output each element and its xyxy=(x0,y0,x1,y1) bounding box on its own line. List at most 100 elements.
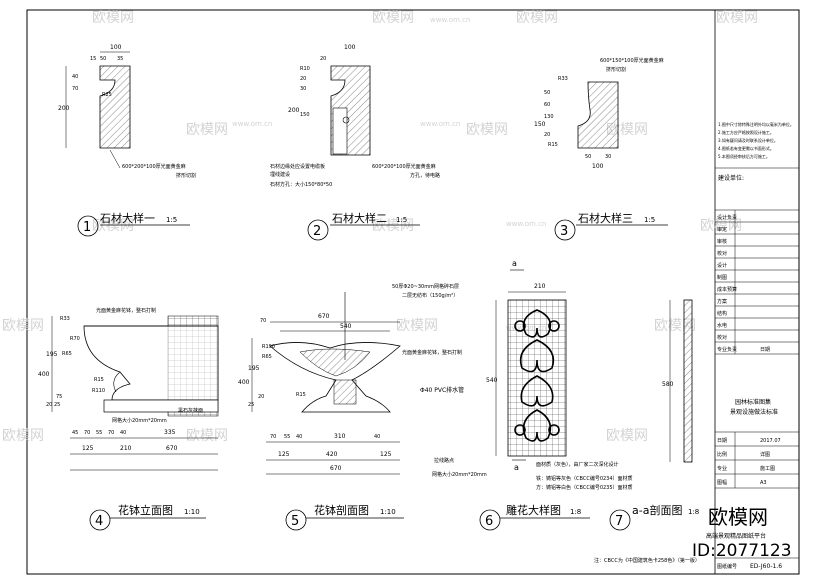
svg-text:400: 400 xyxy=(38,371,50,378)
svg-text:光面黄金麻花钵，整石打制: 光面黄金麻花钵，整石打制 xyxy=(96,307,156,314)
svg-text:R110: R110 xyxy=(92,388,105,394)
svg-text:埋线建设: 埋线建设 xyxy=(270,171,290,178)
svg-text:挤形切割: 挤形切割 xyxy=(606,66,626,73)
svg-text:210: 210 xyxy=(120,445,132,452)
svg-text:130: 130 xyxy=(544,114,554,120)
svg-text:R10: R10 xyxy=(300,66,310,72)
svg-text:100: 100 xyxy=(592,163,604,170)
svg-text:2: 2 xyxy=(313,224,321,239)
svg-text:1:8: 1:8 xyxy=(688,508,699,516)
svg-text:www.om.cn: www.om.cn xyxy=(506,220,546,228)
svg-text:70: 70 xyxy=(270,434,276,440)
svg-text:1:8: 1:8 xyxy=(570,508,581,516)
svg-text:35: 35 xyxy=(117,56,123,62)
svg-text:方孔，待电路: 方孔，待电路 xyxy=(410,172,440,179)
svg-text:70: 70 xyxy=(108,430,114,436)
svg-text:面材质（灰色），由厂家二次深化设计: 面材质（灰色），由厂家二次深化设计 xyxy=(536,461,619,468)
svg-text:Φ40 PVC排水管: Φ40 PVC排水管 xyxy=(420,386,464,394)
svg-text:R190: R190 xyxy=(262,344,275,350)
svg-text:3.如有疑问请及时联系设计单位。: 3.如有疑问请及时联系设计单位。 xyxy=(718,137,778,143)
svg-text:石材大样二: 石材大样二 xyxy=(332,211,387,225)
svg-text:125: 125 xyxy=(82,445,94,452)
svg-text:150: 150 xyxy=(534,121,546,128)
svg-text:540: 540 xyxy=(340,323,352,330)
svg-text:45: 45 xyxy=(72,430,78,436)
svg-text:校对: 校对 xyxy=(717,250,727,257)
svg-text:铁：铸铝等灰色（CBCC编号0234）面材质: 铁：铸铝等灰色（CBCC编号0234）面材质 xyxy=(536,475,633,482)
svg-text:R70: R70 xyxy=(70,336,80,342)
svg-text:R15: R15 xyxy=(296,392,306,398)
svg-text:R33: R33 xyxy=(558,76,568,82)
svg-text:70: 70 xyxy=(260,318,266,324)
svg-text:20: 20 xyxy=(46,402,52,408)
title-block-fields xyxy=(715,210,799,355)
svg-text:www.om.cn: www.om.cn xyxy=(430,16,470,24)
svg-text:4.图纸若有变更需以书面形式。: 4.图纸若有变更需以书面形式。 xyxy=(718,145,774,151)
detail-1-stone: 100 15 50 35 R25 40 70 200 600*200*100厚光… xyxy=(58,44,196,237)
svg-text:a: a xyxy=(512,259,517,268)
svg-text:校对: 校对 xyxy=(717,334,727,341)
svg-text:400: 400 xyxy=(238,379,250,386)
svg-text:欧模网: 欧模网 xyxy=(372,10,414,26)
svg-text:7: 7 xyxy=(615,514,623,529)
svg-text:540: 540 xyxy=(486,377,498,384)
svg-text:欧模网: 欧模网 xyxy=(466,122,508,138)
watermark-id: ID:2077123 xyxy=(692,541,792,561)
svg-text:二层无纺布（150g/m²）: 二层无纺布（150g/m²） xyxy=(402,292,458,299)
svg-text:55: 55 xyxy=(284,434,290,440)
svg-text:石材大样一: 石材大样一 xyxy=(100,211,155,225)
detail-4-planter-elevation: 光面黄金麻花钵，整石打制 黑石灰抹面 网格大小20mm*20mm R33 R70… xyxy=(38,307,219,531)
svg-text:欧模网: 欧模网 xyxy=(186,122,228,138)
svg-text:310: 310 xyxy=(334,433,346,440)
svg-text:网格大小20mm*20mm: 网格大小20mm*20mm xyxy=(112,417,167,424)
svg-text:20: 20 xyxy=(544,132,550,138)
svg-text:150: 150 xyxy=(300,112,310,118)
svg-text:670: 670 xyxy=(330,465,342,472)
svg-text:欧模网: 欧模网 xyxy=(716,10,758,26)
svg-text:方：铸铝等白色（CBCC编号0235）面材质: 方：铸铝等白色（CBCC编号0235）面材质 xyxy=(536,484,633,491)
svg-text:a: a xyxy=(514,463,519,472)
svg-text:成本预算: 成本预算 xyxy=(717,286,737,293)
svg-text:欧模网: 欧模网 xyxy=(372,218,414,234)
svg-text:25: 25 xyxy=(248,402,254,408)
footnote: 注：CBCC为《中国建筑色卡258色》（第一版） xyxy=(594,557,700,564)
svg-text:石材大样三: 石材大样三 xyxy=(578,211,633,225)
svg-text:50厚Φ20~30mm网格碎石层: 50厚Φ20~30mm网格碎石层 xyxy=(392,283,459,290)
svg-text:1:10: 1:10 xyxy=(380,508,396,516)
svg-text:30: 30 xyxy=(605,154,611,160)
svg-text:日期: 日期 xyxy=(760,347,770,353)
svg-text:审定: 审定 xyxy=(717,226,727,233)
detail-6-carved-panel: a 210 540 a 面材质（灰色），由厂家二次深化设计 拉线路点 网格大小2… xyxy=(432,259,633,531)
svg-text:水电: 水电 xyxy=(717,322,727,329)
svg-text:2.施工方应严格按照设计施工。: 2.施工方应严格按照设计施工。 xyxy=(718,129,774,135)
svg-text:1:5: 1:5 xyxy=(166,216,177,224)
svg-text:100: 100 xyxy=(344,44,356,51)
svg-text:50: 50 xyxy=(100,56,106,62)
svg-text:210: 210 xyxy=(534,283,546,290)
svg-text:石材方孔：大小150*80*50: 石材方孔：大小150*80*50 xyxy=(270,181,332,188)
svg-text:5: 5 xyxy=(291,514,299,529)
svg-text:石材边缘处应设置电缆板: 石材边缘处应设置电缆板 xyxy=(270,163,325,170)
svg-text:A3: A3 xyxy=(760,480,767,486)
svg-text:图纸编号: 图纸编号 xyxy=(717,563,737,570)
svg-text:园林标准图集: 园林标准图集 xyxy=(735,398,771,406)
svg-text:3: 3 xyxy=(560,224,568,239)
svg-text:1: 1 xyxy=(83,220,91,235)
svg-text:花钵立面图: 花钵立面图 xyxy=(118,503,173,517)
svg-text:420: 420 xyxy=(326,451,338,458)
svg-text:580: 580 xyxy=(662,381,674,388)
svg-text:200: 200 xyxy=(288,107,300,114)
svg-text:125: 125 xyxy=(380,451,392,458)
svg-text:www.om.cn: www.om.cn xyxy=(420,120,460,128)
title-block: 1.图中尺寸除特殊注明外均以毫米为单位。 2.施工方应严格按照设计施工。 3.如… xyxy=(706,121,799,570)
svg-text:比例: 比例 xyxy=(717,451,727,458)
svg-text:600*150*100厚光面黄金麻: 600*150*100厚光面黄金麻 xyxy=(600,57,664,64)
svg-text:200: 200 xyxy=(58,105,70,112)
svg-text:施工图: 施工图 xyxy=(760,465,775,472)
svg-text:光面黄金麻花钵，整石打制: 光面黄金麻花钵，整石打制 xyxy=(402,349,462,356)
svg-text:1.图中尺寸除特殊注明外均以毫米为单位。: 1.图中尺寸除特殊注明外均以毫米为单位。 xyxy=(718,121,794,127)
svg-text:70: 70 xyxy=(72,86,78,92)
svg-text:欧模网: 欧模网 xyxy=(2,318,44,334)
svg-text:审核: 审核 xyxy=(717,238,727,245)
